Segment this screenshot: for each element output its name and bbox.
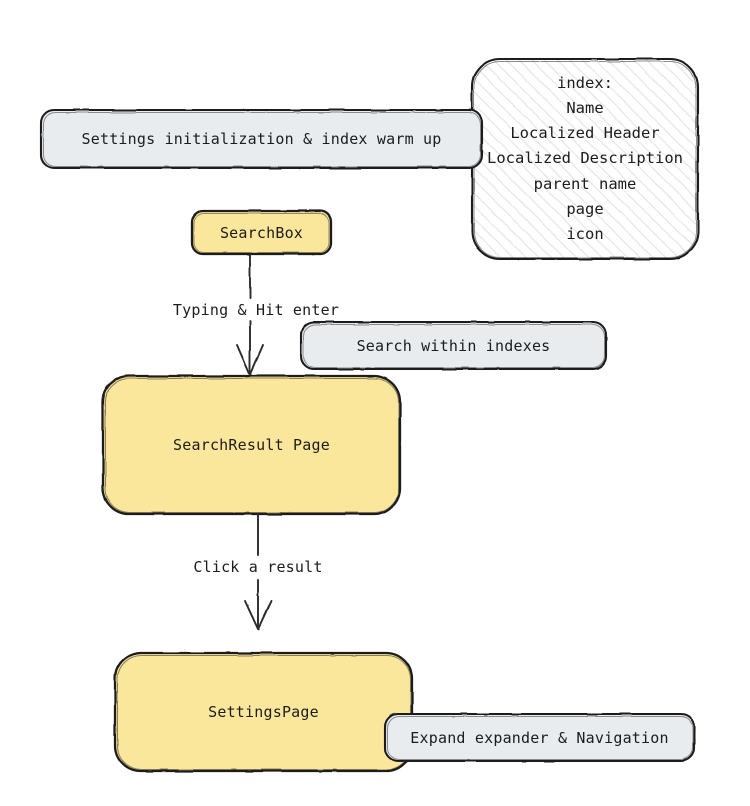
edge-label-click-a-result: Click a result <box>193 558 323 576</box>
index-box-text: index: Name Localized Header Localized D… <box>472 59 698 259</box>
node-searchbox[interactable]: SearchBox <box>219 223 304 242</box>
index-line-header: Localized Header <box>510 124 660 143</box>
note-expand-expander-navigation: Expand expander & Navigation <box>410 728 669 747</box>
index-line-icon: icon <box>566 224 604 243</box>
index-line-title: index: <box>557 74 613 93</box>
node-settingspage[interactable]: SettingsPage <box>208 703 319 721</box>
note-settings-initialization: Settings initialization & index warm up <box>81 130 442 148</box>
index-line-name: Name <box>566 99 604 118</box>
index-line-page: page <box>566 199 604 218</box>
note-search-within-indexes: Search within indexes <box>356 336 551 355</box>
index-line-parent-name: parent name <box>533 174 637 193</box>
index-line-description: Localized Description <box>487 149 683 168</box>
edge-label-typing-hit-enter: Typing & Hit enter <box>172 301 340 319</box>
node-searchresult-page[interactable]: SearchResult Page <box>173 436 330 454</box>
